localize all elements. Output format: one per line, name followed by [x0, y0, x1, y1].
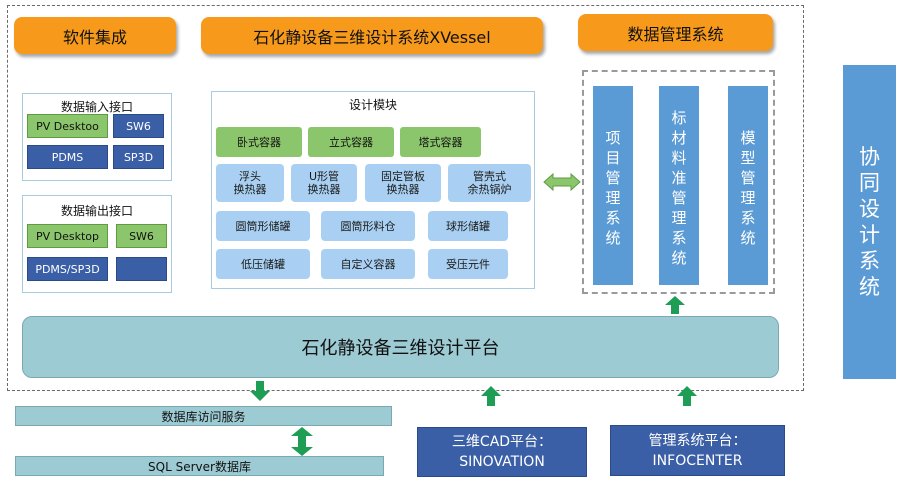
model-management-column: 模型管理系统	[728, 86, 768, 285]
database-access-service: 数据库访问服务	[15, 406, 392, 426]
data-management-boundary	[582, 70, 775, 294]
project-management-column: 项目管理系统	[593, 86, 633, 285]
model-management-text: 模型管理系统	[740, 128, 756, 247]
module-waste-heat-boiler: 管壳式 余热锅炉	[448, 164, 531, 202]
input-item-sw6: SW6	[113, 114, 164, 138]
bidirectional-arrow-icon	[543, 172, 581, 192]
material-standard-column: 标材料准管理系统	[659, 86, 699, 285]
module-cylindrical-silo: 圆筒形料仓	[321, 211, 415, 241]
module-cylindrical-tank: 圆筒形储罐	[216, 211, 310, 241]
material-standard-text: 标材料准管理系统	[671, 108, 687, 267]
sql-server-database: SQL Server数据库	[15, 456, 384, 476]
cad-platform-line1: 三维CAD平台：	[451, 434, 553, 450]
data-output-title: 数据输出接口	[60, 204, 133, 218]
up-arrow-cad-icon	[481, 386, 501, 406]
output-item-sw6: SW6	[116, 224, 167, 248]
xvessel-boundary	[7, 5, 804, 391]
up-arrow-mgmt-icon	[677, 386, 697, 406]
module-fixed-tubesheet-hx: 固定管板 换热器	[365, 164, 441, 202]
down-arrow-icon	[250, 381, 270, 401]
output-item-pv-desktop: PV Desktop	[27, 224, 108, 248]
design-platform: 石化静设备三维设计平台	[22, 316, 779, 378]
data-management-label: 数据管理系统	[578, 14, 773, 51]
output-item-pdms-sp3d: PDMS/SP3D	[27, 257, 108, 281]
input-item-sp3d: SP3D	[113, 145, 164, 169]
collaborative-design-system: 协同设计系统	[843, 65, 896, 379]
management-platform: 管理系统平台： INFOCENTER	[610, 425, 785, 476]
module-low-pressure-tank: 低压储罐	[216, 249, 310, 279]
main-system-label: 石化静设备三维设计系统XVessel	[201, 17, 543, 54]
input-item-pdms: PDMS	[27, 145, 108, 169]
data-input-title: 数据输入接口	[60, 100, 133, 114]
up-arrow-icon	[665, 296, 685, 314]
software-integration-label: 软件集成	[14, 17, 176, 54]
module-spherical-tank: 球形储罐	[428, 211, 508, 241]
input-item-pv-desktoo: PV Desktoo	[27, 114, 108, 138]
output-item-empty	[116, 257, 167, 281]
module-u-tube-hx: U形管 换热器	[291, 164, 357, 202]
project-management-text: 项目管理系统	[605, 128, 621, 247]
cad-platform: 三维CAD平台： SINOVATION	[417, 427, 587, 477]
module-pressure-component: 受压元件	[428, 249, 508, 279]
management-platform-line1: 管理系统平台：	[648, 432, 747, 449]
design-module-title: 设计模块	[348, 98, 397, 112]
bidirectional-vertical-arrow-icon	[291, 427, 313, 456]
module-floating-head-hx: 浮头 换热器	[216, 164, 284, 202]
module-horizontal-vessel: 卧式容器	[216, 127, 302, 157]
module-custom-vessel: 自定义容器	[321, 249, 415, 279]
cad-platform-line2: SINOVATION	[459, 454, 545, 470]
collaborative-design-text: 协同设计系统	[859, 145, 880, 299]
module-vertical-vessel: 立式容器	[308, 127, 394, 157]
module-tower-vessel: 塔式容器	[400, 127, 481, 157]
management-platform-line2: INFOCENTER	[652, 452, 743, 469]
